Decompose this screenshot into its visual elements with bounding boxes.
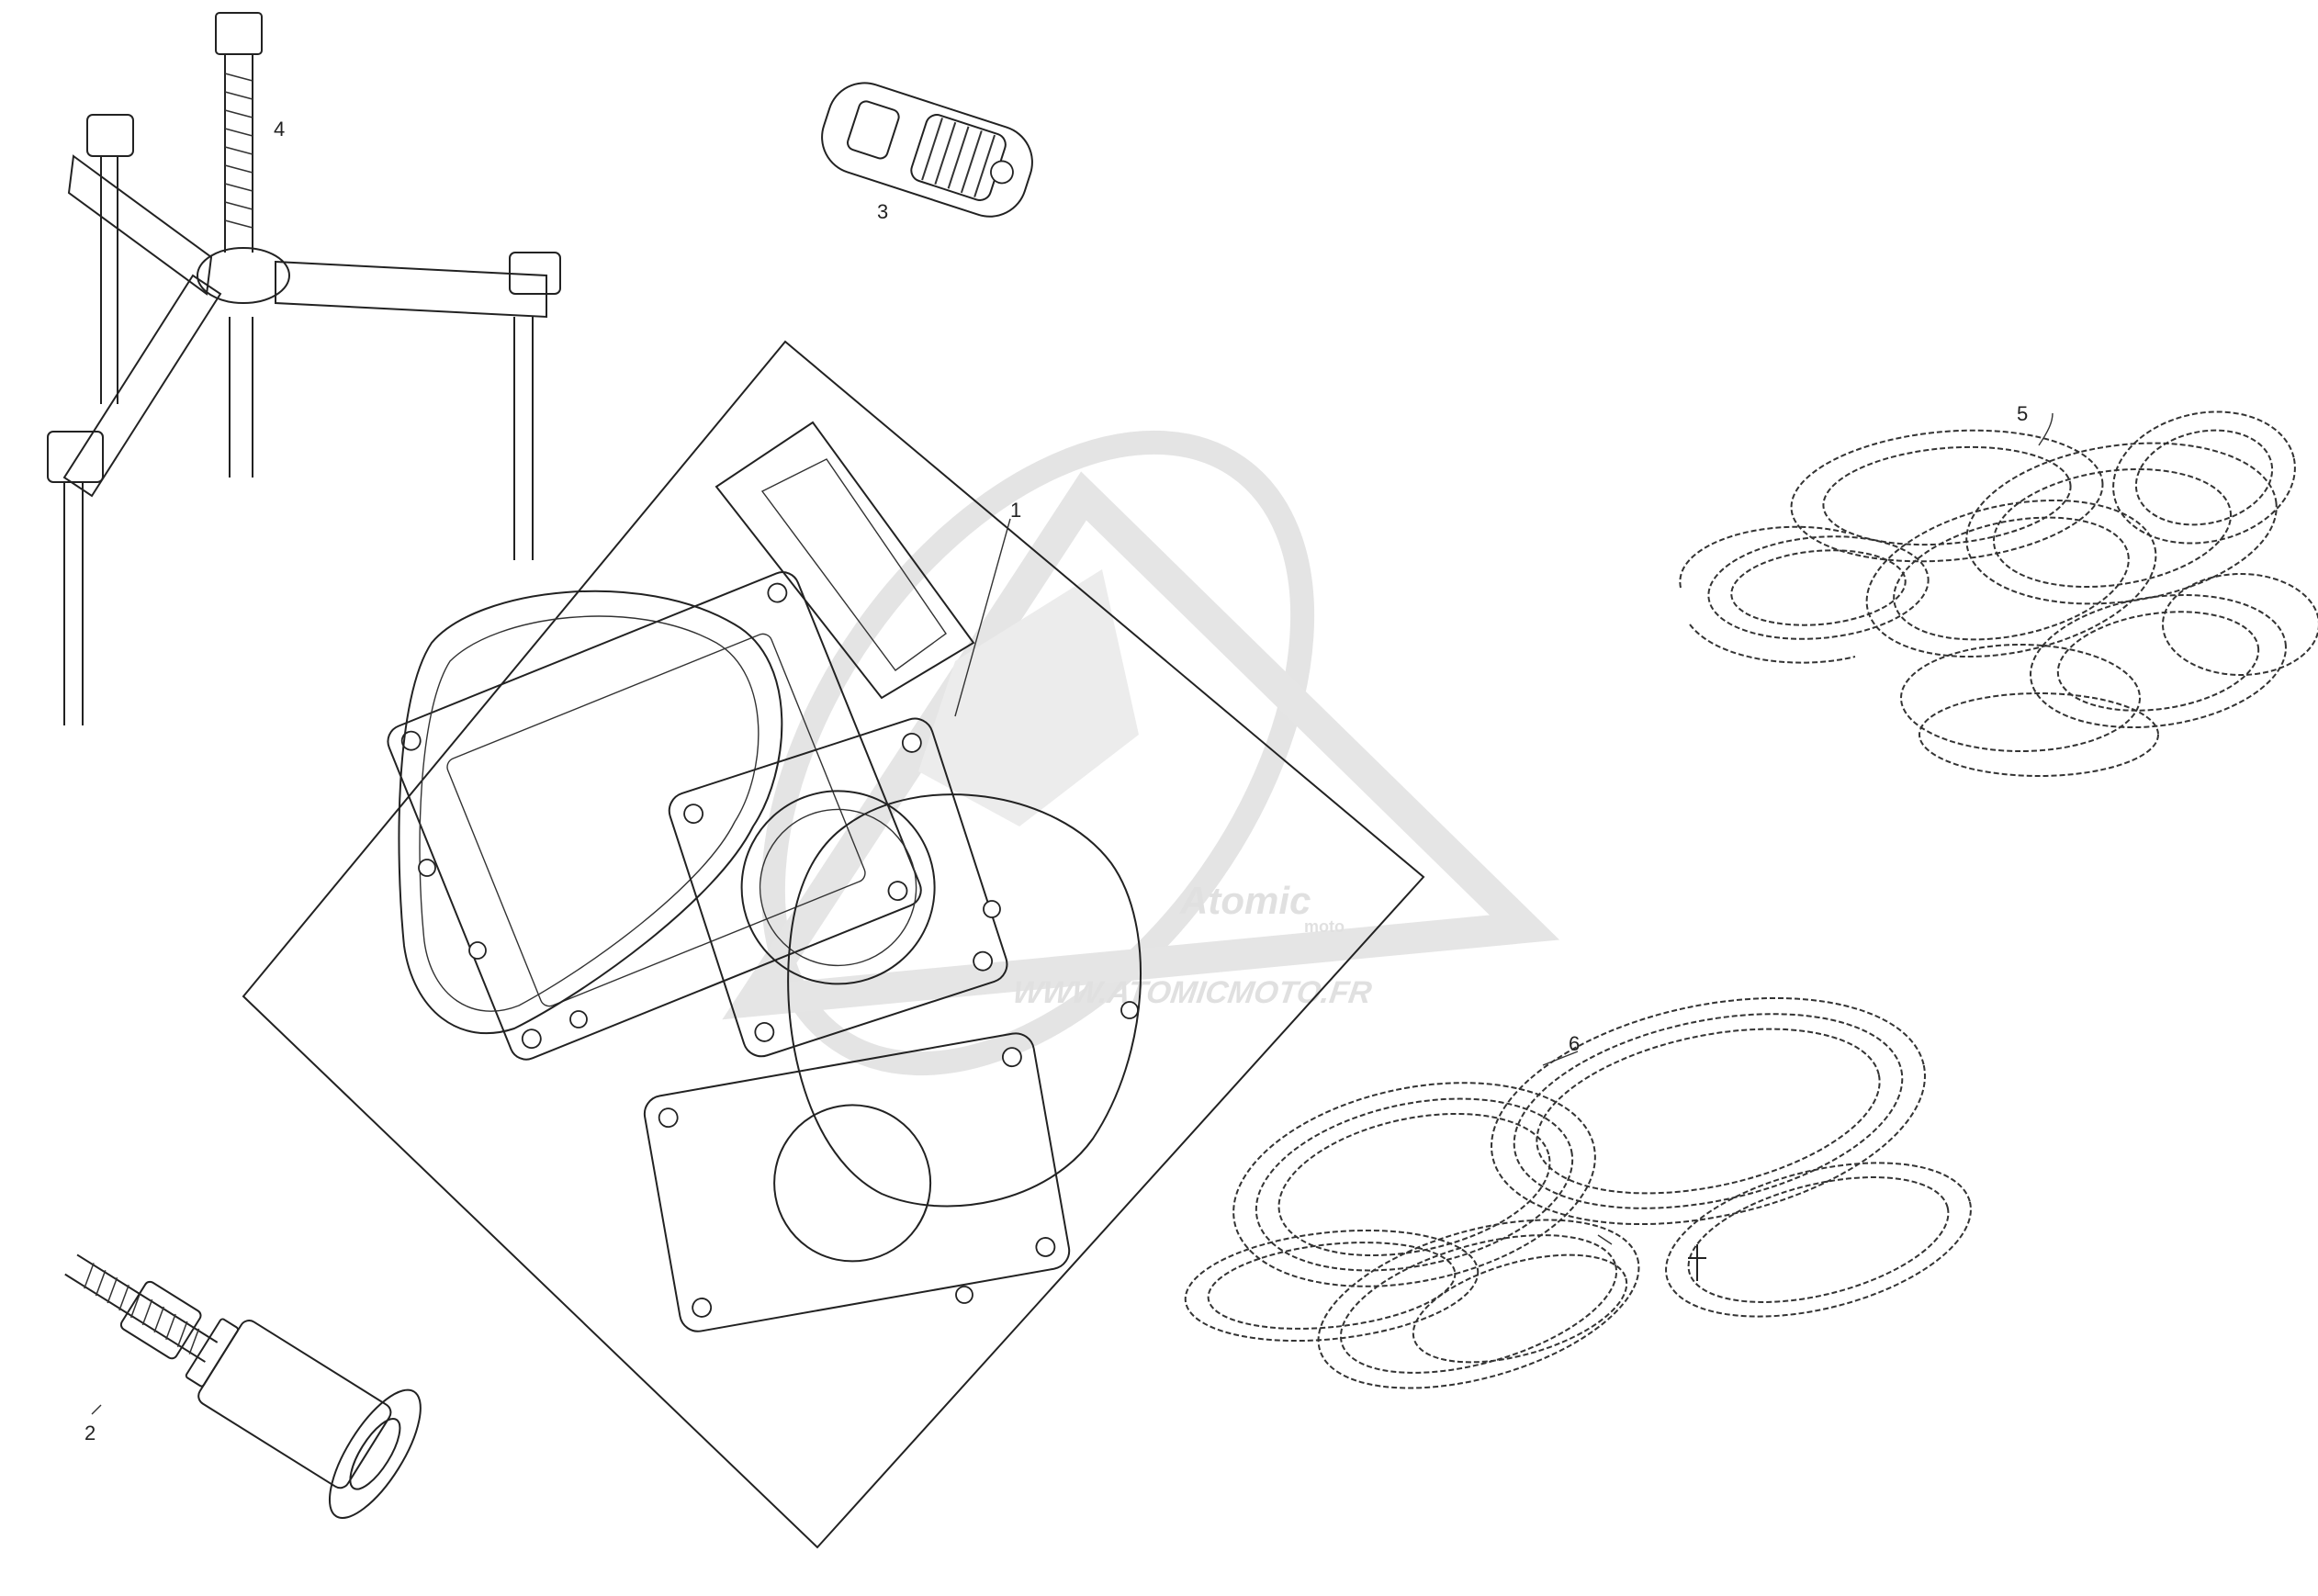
part-1-gasket-set[interactable]: 1: [242, 340, 1425, 1549]
part-2-puller-tool[interactable]: 2: [32, 1202, 437, 1531]
watermark-brand-sub: moto: [1304, 917, 1345, 936]
callout-2: 2: [84, 1422, 96, 1444]
callout-3: 3: [877, 200, 888, 223]
callout-1: 1: [1010, 499, 1021, 522]
callout-4: 4: [274, 118, 285, 140]
atomicmoto-watermark: Atomic moto WWW.ATOMICMOTO.FR: [722, 430, 1560, 1076]
callout-6: 6: [1569, 1032, 1580, 1055]
callout-5: 5: [2017, 402, 2028, 425]
watermark-brand: Atomic: [1179, 879, 1311, 922]
part-4-crankcase-splitter[interactable]: 4: [47, 12, 561, 725]
part-3-adapter[interactable]: 3: [813, 73, 1042, 226]
part-5-seal-set[interactable]: 5: [1679, 396, 2318, 777]
watermark-url: WWW.ATOMICMOTO.FR: [1010, 975, 1374, 1010]
part-6-piston-rings[interactable]: 6: [1180, 962, 1986, 1421]
